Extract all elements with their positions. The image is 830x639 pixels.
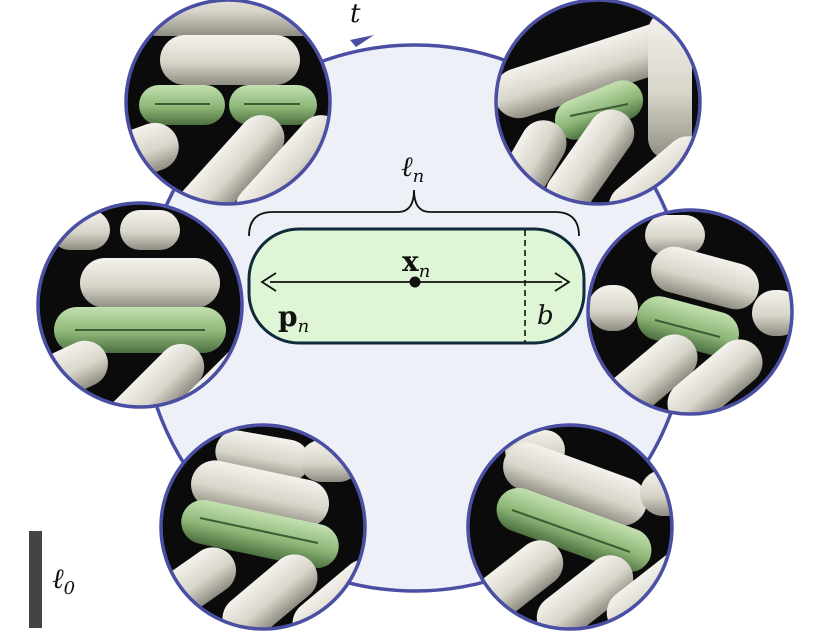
scale-bar <box>29 531 42 628</box>
length-brace <box>248 189 580 237</box>
snapshot-top-left <box>124 0 332 206</box>
width-label: b <box>537 301 554 331</box>
snapshot-bottom-left <box>159 423 367 631</box>
snapshot-bottom-right <box>466 423 674 631</box>
time-label: t <box>350 0 361 29</box>
time-arrow-icon <box>350 35 374 47</box>
snapshot-middle-right <box>586 208 794 416</box>
arrow-left-icon <box>260 272 277 292</box>
scale-bar-label: ℓ0 <box>52 562 75 599</box>
orientation-label: pn <box>278 300 309 337</box>
center-point <box>409 276 421 288</box>
position-label: xn <box>402 245 430 282</box>
arrow-right-icon <box>554 272 571 292</box>
length-label: ℓn <box>401 150 424 187</box>
